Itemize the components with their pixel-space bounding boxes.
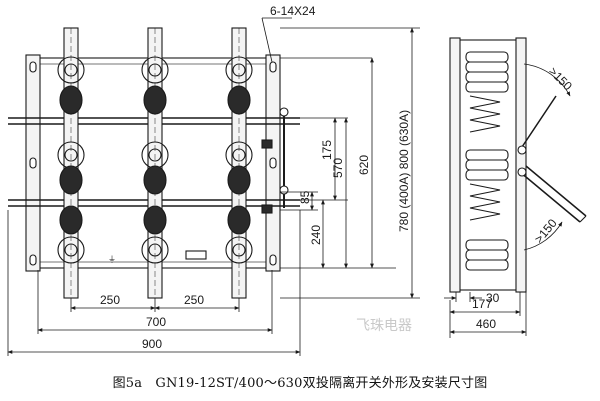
side-insulator-lower <box>465 239 509 271</box>
dim-175: 175 <box>320 140 334 160</box>
phase-column-2 <box>141 27 169 299</box>
lower-blade <box>519 165 587 223</box>
dim-250-right: 250 <box>184 293 204 307</box>
dim-holes-label: 6-14X24 <box>270 4 316 18</box>
side-insulator-middle <box>465 149 509 221</box>
side-frame <box>457 39 519 291</box>
dim-900: 900 <box>142 337 162 351</box>
dim-460: 460 <box>476 317 496 331</box>
dim-620: 620 <box>357 155 371 175</box>
dim-30: 30 <box>486 291 500 305</box>
front-dimensions <box>7 17 420 356</box>
nameplate <box>185 250 207 260</box>
svg-text:⏚: ⏚ <box>108 255 116 264</box>
dim-250-left: 250 <box>100 293 120 307</box>
dim-700: 700 <box>146 315 166 329</box>
upper-blade <box>519 95 557 151</box>
dim-780-800: 780 (400A) 800 (630A) <box>397 110 411 232</box>
watermark: 飞珠电器 <box>356 318 412 334</box>
dim-85: 85 <box>298 190 312 204</box>
dim-177: 177 <box>472 297 492 311</box>
phase-column-1 <box>57 27 85 299</box>
dim-570: 570 <box>331 158 345 178</box>
dim-240: 240 <box>309 225 323 245</box>
dim-150-top: >150 <box>546 64 575 93</box>
phase-column-3 <box>225 27 253 299</box>
side-dimensions <box>444 63 571 338</box>
drawing-canvas: ⏚ <box>7 4 587 356</box>
side-view <box>449 37 587 293</box>
front-view: ⏚ <box>8 27 300 299</box>
mounting-holes <box>29 61 277 266</box>
figure-caption: 图5a GN19-12ST/400～630双投隔离开关外形及安装尺寸图 <box>112 376 488 391</box>
side-insulator-upper <box>465 51 509 133</box>
